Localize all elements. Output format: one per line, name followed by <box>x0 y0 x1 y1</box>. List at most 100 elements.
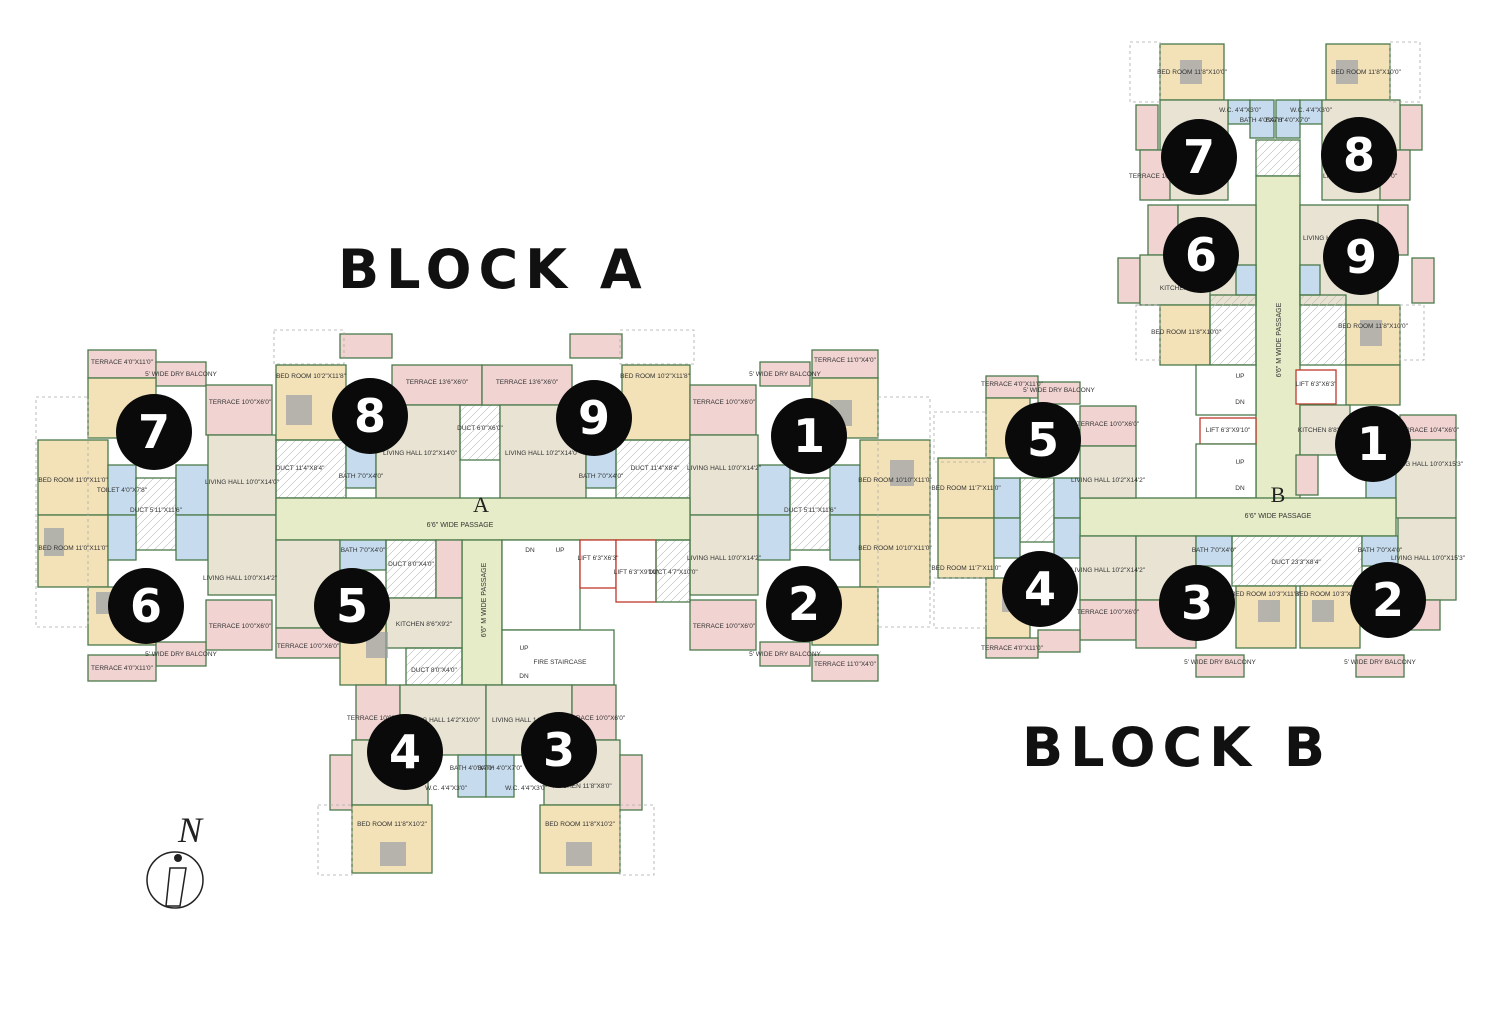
staircase <box>1195 364 1257 416</box>
room-label: KITCHEN 8'8"X8'4" <box>1298 427 1355 434</box>
room-label: BED ROOM 10'2"X11'8" <box>620 373 691 380</box>
room-label: W.C. 4'4"X3'0" <box>1290 107 1332 114</box>
room-label: KITCHEN 8'6"X9'2" <box>396 621 453 628</box>
room-label: KITCHEN 11'8"X8'0" <box>552 783 612 790</box>
terrace <box>689 384 757 436</box>
flat-marker-circle <box>1163 217 1239 293</box>
room-label: LIVING HALL 10'2"X14'0" <box>383 450 458 457</box>
flat-marker-circle <box>1321 117 1397 193</box>
room-label: LIVING HALL 10'0"X14'2" <box>203 575 278 582</box>
junction-label-a: A <box>473 492 489 517</box>
stair-label: UP <box>1235 459 1244 466</box>
room-label: DUCT 6'0"X6'0" <box>457 425 503 432</box>
bath <box>1361 535 1399 567</box>
terrace <box>811 349 879 379</box>
lift <box>579 539 617 589</box>
dry-balcony <box>339 333 393 359</box>
room-label: LIVING HALL 10'2"X14'2" <box>1071 477 1146 484</box>
room-label: LIFT 6'3"X9'10" <box>614 569 659 576</box>
living-hall <box>207 434 277 516</box>
dry-balcony <box>1355 654 1405 678</box>
dry-balcony <box>155 361 207 387</box>
flat-marker-label: 1 <box>793 409 825 463</box>
toilet <box>107 464 137 516</box>
flat-marker-circle <box>1161 119 1237 195</box>
room-label: BED ROOM 10'3"X11'8" <box>1231 591 1302 598</box>
room-labels-a: TERRACE 4'0"X11'0" 5' WIDE DRY BALCONY T… <box>38 357 932 828</box>
room-label: TERRACE 10'0"X6'0" <box>1077 609 1140 616</box>
room-label: BATH 7'0"X4'0" <box>579 473 624 480</box>
stair-label: DN <box>1235 485 1245 492</box>
bed-room <box>937 457 995 519</box>
flat-marker-label: 5 <box>336 579 368 633</box>
room-label: TOILET 4'0"X7'8" <box>97 487 148 494</box>
flat-marker-circle <box>116 394 192 470</box>
bed-room <box>351 804 433 874</box>
flat-marker-label: 4 <box>389 725 421 779</box>
bed-room <box>859 514 931 588</box>
bath <box>457 754 487 798</box>
room-label: BED ROOM 11'7"X11'0" <box>931 565 1001 572</box>
room-label: DUCT 11'4"X8'4" <box>276 465 325 472</box>
room-label: TERRACE 10'0"X6'0" <box>277 643 340 650</box>
room-label: TERRACE 13'6"X6'0" <box>406 379 469 386</box>
room-label: TERRACE 10'4"X6'0" <box>1397 427 1460 434</box>
toilet <box>1053 477 1081 519</box>
terrace <box>205 599 273 651</box>
room-label: LIVING HALL 10'2"X14'0" <box>505 450 580 457</box>
terrace <box>87 349 157 379</box>
room-label: BED ROOM 10'10"X11'0" <box>858 545 932 552</box>
room-label: BED ROOM 11'7"X11'0" <box>931 485 1001 492</box>
block-b-outline <box>933 41 1425 629</box>
bath <box>485 754 515 798</box>
flat-marker-label: 3 <box>543 723 575 777</box>
duct <box>1019 477 1055 543</box>
stair-label: DN <box>1235 399 1245 406</box>
room-label: BED ROOM 10'3"X11'8" <box>1295 591 1366 598</box>
duct <box>459 404 501 461</box>
compass-dot <box>174 854 182 862</box>
toilet <box>757 464 791 516</box>
room-label: W.C. 4'4"X3'0" <box>425 785 467 792</box>
room-label: 5' WIDE DRY BALCONY <box>749 371 821 378</box>
room-label: LIVING HALL 10'0"X14'2" <box>687 555 762 562</box>
flat-marker-label: 9 <box>1345 230 1377 284</box>
flat-marker-circle <box>556 380 632 456</box>
room-label: TERRACE 10'0"X6'0" <box>209 623 272 630</box>
room-label: BATH 7'0"X4'0" <box>339 473 384 480</box>
bed-room <box>621 364 691 441</box>
terrace <box>391 364 483 406</box>
dry-balcony <box>759 641 811 667</box>
duct <box>275 439 347 499</box>
flat-marker-label: 3 <box>1181 576 1213 630</box>
stair-label: DN <box>525 547 535 554</box>
dry-balcony <box>1411 257 1435 304</box>
passage-label-a: 6'6" WIDE PASSAGE <box>427 522 494 529</box>
room-label: DUCT 5'11"X11'6" <box>130 507 183 514</box>
flat-marker-label: 8 <box>354 389 386 443</box>
flat-marker-label: 6 <box>130 579 162 633</box>
room-label: TERRACE 10'0"X6'0" <box>693 399 756 406</box>
room-label: TERRACE 10'0"X6'0" <box>347 715 410 722</box>
room-label: BED ROOM 11'8"X10'0" <box>1151 329 1222 336</box>
block-b-title: BLOCK B <box>1022 716 1332 779</box>
dry-balcony <box>759 361 811 387</box>
north-label: N <box>177 810 204 850</box>
room-label: DUCT 8'0"X4'0" <box>411 667 457 674</box>
room-label: W.C. 4'4"X3'0" <box>505 785 547 792</box>
room-label: BED ROOM 11'8"X10'0" <box>1338 323 1409 330</box>
room-label: BATH 7'0"X4'0" <box>1358 547 1403 554</box>
room-label: TERRACE 10'4"X6'0" <box>1129 173 1192 180</box>
room-label: BATH 4'0"X7'0" <box>450 765 495 772</box>
block-a-title: BLOCK A <box>338 238 649 301</box>
room-label: TERRACE 11'0"X4'0" <box>814 357 877 364</box>
kitchen <box>385 597 463 649</box>
living-hall <box>689 434 759 516</box>
dry-balcony <box>435 539 463 599</box>
living-hall <box>689 514 759 596</box>
dry-balcony <box>1295 454 1319 496</box>
room-label: 5' WIDE DRY BALCONY <box>749 651 821 658</box>
room-label: TERRACE 4'0"X11'0" <box>981 645 1044 652</box>
